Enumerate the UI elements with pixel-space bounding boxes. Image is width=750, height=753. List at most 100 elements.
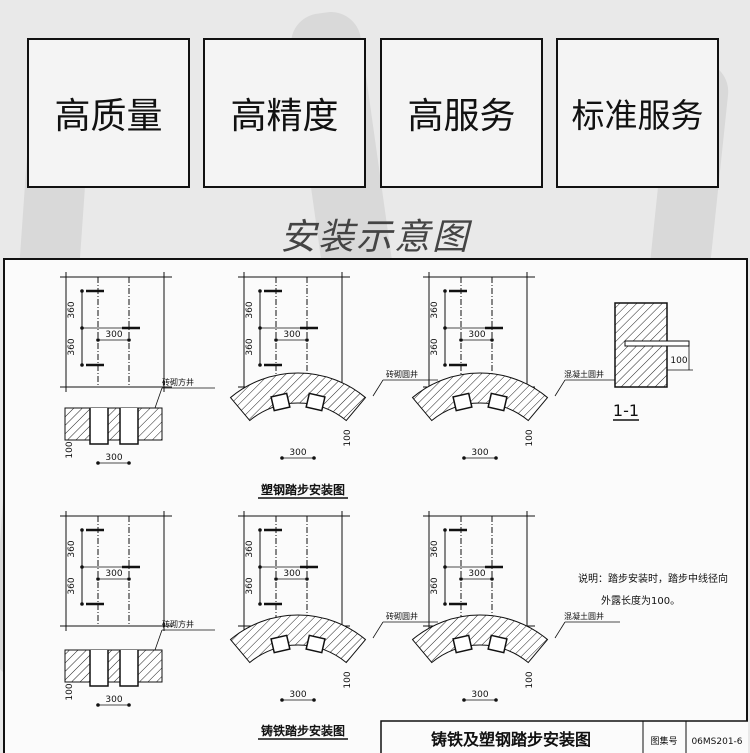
- dimension-label: 360: [245, 301, 255, 318]
- dimension-tick: [305, 577, 309, 581]
- dimension-label: 300: [468, 330, 485, 340]
- well-type-label: 混凝土圆井: [564, 611, 604, 621]
- dimension-label: 100: [343, 429, 353, 446]
- caption-plastic-step: 塑钢踏步安装图: [261, 482, 345, 497]
- dimension-tick: [490, 338, 494, 342]
- dimension-label: 360: [67, 338, 77, 355]
- dimension-label: 300: [289, 690, 306, 700]
- atlas-label: 图集号: [650, 735, 677, 747]
- dimension-label: 360: [430, 338, 440, 355]
- dimension-tick: [443, 528, 447, 532]
- dimension-tick: [80, 528, 84, 532]
- dimension-label: 360: [245, 577, 255, 594]
- step-profile: [624, 340, 690, 347]
- dimension-label: 360: [67, 301, 77, 318]
- dimension-tick: [127, 577, 131, 581]
- feature-box-precision: 高精度: [203, 38, 366, 188]
- title-block: 铸铁及塑钢踏步安装图 图集号 06MS201-6: [380, 720, 748, 753]
- dimension-tick: [258, 602, 262, 606]
- dimension-tick: [280, 698, 284, 702]
- dimension-tick: [127, 703, 131, 707]
- dimension-label: 360: [430, 301, 440, 318]
- dimension-tick: [305, 338, 309, 342]
- dimension-tick: [494, 456, 498, 460]
- section-label: 1-1: [613, 401, 639, 420]
- dimension-label: 300: [105, 569, 122, 579]
- dimension-tick: [494, 698, 498, 702]
- dimension-tick: [443, 289, 447, 293]
- step-u-shape: [487, 634, 508, 654]
- dimension-label: 300: [283, 330, 300, 340]
- dimension-label: 100: [525, 671, 535, 688]
- step-u-shape: [270, 392, 291, 412]
- note-line-1: 说明：踏步安装时，踏步中线径向: [578, 572, 728, 585]
- step-u-shape: [89, 650, 109, 687]
- dimension-tick: [80, 363, 84, 367]
- drawing-line: [154, 629, 163, 651]
- well-type-label: 砖砌圆井: [386, 611, 418, 621]
- step-u-shape: [487, 392, 508, 412]
- brick-wall-section: [64, 407, 163, 441]
- dimension-tick: [80, 289, 84, 293]
- dimension-label: 360: [245, 540, 255, 557]
- feature-box-quality: 高质量: [27, 38, 190, 188]
- dimension-label: 300: [471, 448, 488, 458]
- dimension-label: 300: [289, 448, 306, 458]
- dimension-label: 300: [105, 453, 122, 463]
- step-u-shape: [452, 392, 473, 412]
- dimension-label: 360: [67, 577, 77, 594]
- dimension-tick: [312, 698, 316, 702]
- drawing-line: [154, 387, 163, 409]
- atlas-number: 06MS201-6: [691, 737, 742, 747]
- step-u-shape: [119, 408, 139, 445]
- step-u-shape: [270, 634, 291, 654]
- dimension-tick: [490, 577, 494, 581]
- dimension-tick: [443, 602, 447, 606]
- well-type-label: 砖砌圆井: [386, 369, 418, 379]
- dimension-tick: [96, 577, 100, 581]
- well-type-label: 砖砌方井: [162, 377, 194, 387]
- dimension-tick: [258, 528, 262, 532]
- title-block-title: 铸铁及塑钢踏步安装图: [431, 730, 591, 749]
- dimension-label: 300: [105, 330, 122, 340]
- dimension-tick: [462, 456, 466, 460]
- drawing-line: [372, 379, 384, 397]
- dimension-tick: [258, 289, 262, 293]
- dimension-tick: [462, 698, 466, 702]
- dimension-tick: [96, 461, 100, 465]
- dimension-label: 360: [67, 540, 77, 557]
- dimension-tick: [127, 461, 131, 465]
- dimension-tick: [459, 577, 463, 581]
- dimension-tick: [127, 338, 131, 342]
- step-u-shape: [305, 634, 326, 654]
- drawing-line: [372, 621, 384, 639]
- step-u-shape: [452, 634, 473, 654]
- dimension-tick: [80, 602, 84, 606]
- dimension-label: 360: [430, 577, 440, 594]
- dimension-tick: [96, 338, 100, 342]
- step-u-shape: [305, 392, 326, 412]
- drawing-line: [554, 621, 566, 639]
- brick-wall-section: [64, 649, 163, 683]
- dimension-tick: [443, 363, 447, 367]
- dimension-label: 300: [468, 569, 485, 579]
- dimension-label: 100: [65, 441, 75, 458]
- feature-box-standard-service: 标准服务: [556, 38, 719, 188]
- well-type-label: 砖砌方井: [162, 619, 194, 629]
- dimension-tick: [280, 456, 284, 460]
- dimension-label: 100: [525, 429, 535, 446]
- dimension-label: 360: [430, 540, 440, 557]
- dimension-label: 300: [283, 569, 300, 579]
- dimension-label: 300: [105, 695, 122, 705]
- dimension-label: 100: [65, 683, 75, 700]
- note-line-2: 外露长度为100。: [601, 594, 680, 607]
- dimension-tick: [274, 338, 278, 342]
- dimension-label: 300: [471, 690, 488, 700]
- dimension-label: 100: [670, 356, 687, 366]
- section-title: 安装示意图: [279, 217, 470, 258]
- dimension-tick: [96, 703, 100, 707]
- step-u-shape: [89, 408, 109, 445]
- well-type-label: 混凝土圆井: [564, 369, 604, 379]
- installation-drawing: 300 360 360 300 360 360 300 360 360 砖砌方井 300 100 砖砌圆…: [3, 258, 748, 753]
- caption-iron-step: 铸铁踏步安装图: [261, 723, 345, 738]
